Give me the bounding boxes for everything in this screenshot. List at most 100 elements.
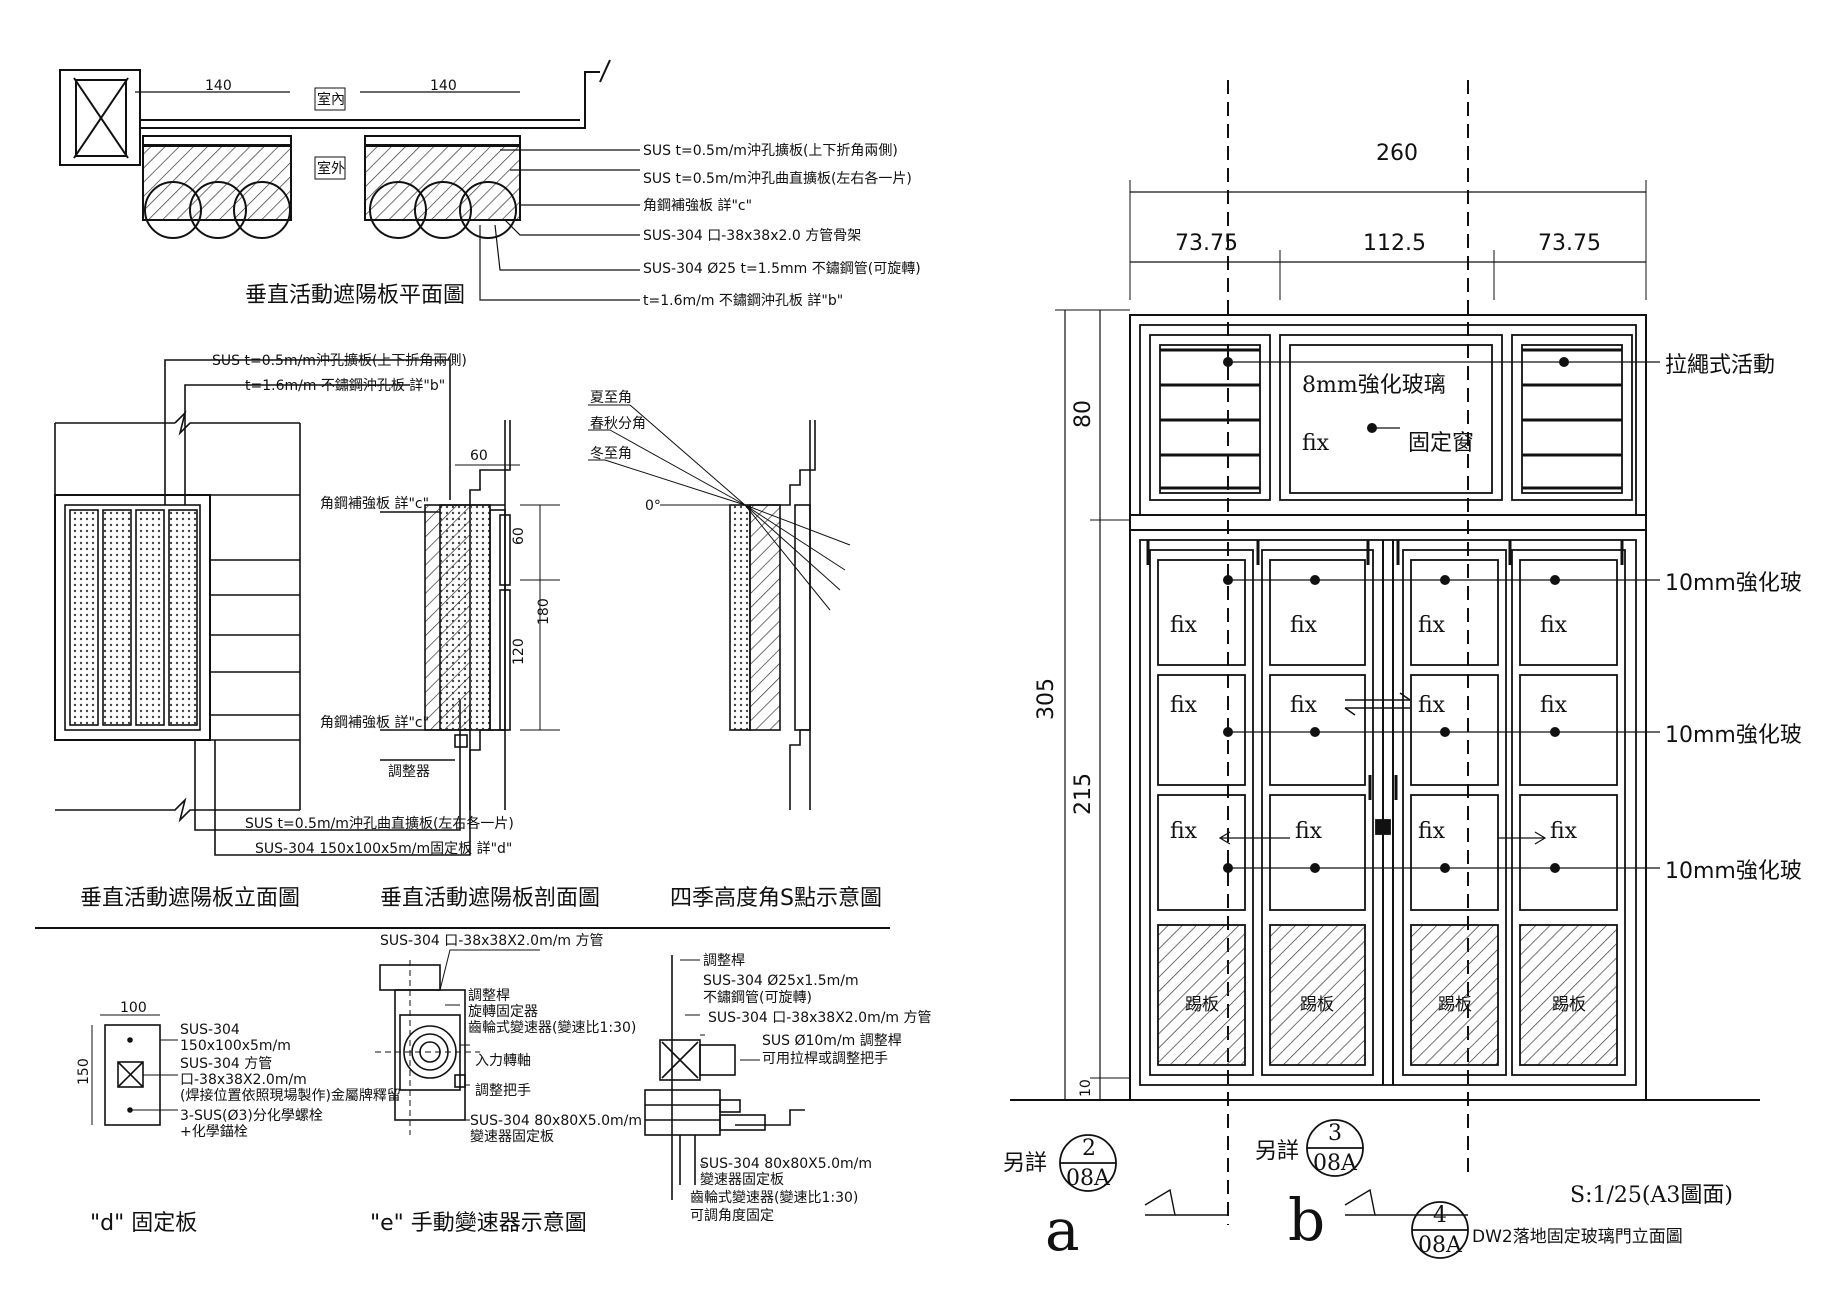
section-note-device: 調整器 — [388, 764, 430, 780]
detail-e-title: "e" 手動變速器示意圖 — [370, 1211, 587, 1236]
callout-sheet: 08A — [1313, 1151, 1358, 1176]
detail-f-note: SUS-304 Ø25x1.5m/m — [703, 973, 859, 989]
detail-d — [91, 1014, 178, 1126]
detail-d-note: (焊接位置依照現場製作)金屬牌釋留 — [180, 1087, 401, 1104]
door-dim-height: 215 — [1071, 773, 1096, 815]
sun-angle-label: 夏至角 — [590, 390, 632, 406]
kick-panel — [1157, 924, 1246, 1066]
detail-e-note: 旋轉固定器 — [468, 1004, 538, 1020]
door-elevation-title: DW2落地固定玻璃門立面圖 — [1472, 1227, 1683, 1247]
plan-view — [59, 59, 640, 301]
elevation-view — [54, 359, 471, 856]
plan-dim-left: 140 — [205, 78, 232, 94]
plan-note: 角鋼補強板 詳"c" — [643, 198, 752, 214]
detail-f-note: 齒輪式變速器(變速比1:30) — [690, 1189, 858, 1206]
callout-label: 另詳 — [1003, 1151, 1047, 1176]
door-dim-total-height: 305 — [1034, 678, 1059, 720]
detail-f-note: SUS-304 口-38x38X2.0m/m 方管 — [708, 1010, 932, 1026]
plan-label-interior: 室內 — [317, 91, 345, 108]
detail-f-note: 不鏽鋼管(可旋轉) — [703, 990, 812, 1006]
detail-d-note: SUS-304 — [180, 1022, 240, 1038]
glass-10mm-label: 10mm強化玻 — [1665, 859, 1802, 884]
detail-e-bottom-note-2: 變速器固定板 — [470, 1129, 554, 1145]
pane-fix-label: fix — [1540, 613, 1568, 638]
callout-label: 另詳 — [1255, 1139, 1299, 1164]
detail-f-note: 變速器固定板 — [700, 1172, 784, 1188]
pane-fix-label: fix — [1550, 819, 1578, 844]
callout-num: 3 — [1328, 1121, 1342, 1146]
kick-panel — [1410, 924, 1499, 1066]
detail-d-note: 150x100x5m/m — [180, 1038, 291, 1054]
pane-fix-label: fix — [1418, 819, 1446, 844]
detail-f-note: 可用拉桿或調整把手 — [762, 1051, 888, 1067]
section-note-c-top: 角鋼補強板 詳"c" — [320, 496, 429, 512]
plan-view-title: 垂直活動遮陽板平面圖 — [245, 283, 465, 308]
kick-panel-label: 踢板 — [1300, 995, 1334, 1015]
pane-fix-label: fix — [1170, 693, 1198, 718]
section-dim-top: 60 — [470, 448, 488, 464]
detail-e-top-note: SUS-304 口-38x38X2.0m/m 方管 — [380, 933, 604, 949]
elev-note-top-1: SUS t=0.5m/m沖孔擴板(上下折角兩側) — [212, 352, 467, 369]
pane-fix-label: fix — [1295, 819, 1323, 844]
detail-f-note: SUS Ø10m/m 調整桿 — [762, 1033, 902, 1049]
fix-label: fix — [1302, 431, 1330, 456]
callout-num: 4 — [1433, 1203, 1447, 1228]
section-mark-b: b — [1288, 1186, 1325, 1254]
detail-f-note: 調整桿 — [703, 953, 745, 969]
detail-e — [375, 949, 540, 1135]
louver-label: 拉繩式活動 — [1665, 353, 1775, 378]
kick-panel-label: 踢板 — [1438, 995, 1472, 1015]
column-box — [59, 69, 141, 166]
plan-note: SUS t=0.5m/m沖孔擴板(上下折角兩側) — [643, 142, 898, 159]
plan-notes: SUS t=0.5m/m沖孔擴板(上下折角兩側) SUS t=0.5m/m沖孔曲… — [643, 142, 921, 309]
section-dim-b: 120 — [511, 638, 527, 665]
louver-right — [1522, 348, 1622, 490]
detail-e-bottom-note-1: SUS-304 80x80X5.0m/m — [470, 1113, 642, 1129]
section-view — [380, 420, 560, 810]
sun-angle-label: 冬至角 — [590, 446, 632, 462]
detail-e-note: 調整把手 — [475, 1083, 531, 1099]
kick-panel-label: 踢板 — [1552, 995, 1586, 1015]
door-dim-width: 112.5 — [1363, 231, 1426, 256]
section-dim-total: 180 — [536, 598, 552, 625]
detail-d-dim-side: 150 — [76, 1058, 92, 1085]
kick-panel — [1519, 924, 1618, 1066]
section-mark-a: a — [1045, 1196, 1080, 1264]
pane-fix-label: fix — [1290, 613, 1318, 638]
door-dim-height: 10 — [1078, 1079, 1094, 1097]
detail-d-dim: 100 — [120, 1000, 147, 1016]
plan-note: t=1.6m/m 不鏽鋼沖孔板 詳"b" — [643, 293, 843, 309]
pane-fix-label: fix — [1418, 693, 1446, 718]
detail-f-notes: 調整桿 SUS-304 Ø25x1.5m/m 不鏽鋼管(可旋轉) SUS-304… — [690, 953, 932, 1224]
callout-num: 2 — [1082, 1136, 1096, 1161]
section-note-c-bottom: 角鋼補強板 詳"c" — [320, 715, 429, 731]
door-dim-height: 80 — [1071, 400, 1096, 428]
pane-fix-label: fix — [1170, 613, 1198, 638]
kick-panel — [1269, 924, 1366, 1066]
detail-f-note: SUS-304 80x80X5.0m/m — [700, 1156, 872, 1172]
section-view-title: 垂直活動遮陽板剖面圖 — [380, 886, 600, 911]
plan-label-exterior: 室外 — [317, 160, 345, 177]
detail-d-notes: SUS-304 150x100x5m/m SUS-304 方管 口-38x38X… — [180, 1022, 401, 1140]
detail-d-title: "d" 固定板 — [90, 1211, 197, 1236]
sun-angle-view-title: 四季高度角S點示意圖 — [670, 886, 882, 911]
detail-d-note: 3-SUS(Ø3)分化學螺栓 — [180, 1108, 323, 1124]
elev-note-top-2: t=1.6m/m 不鏽鋼沖孔板 詳"b" — [245, 378, 445, 394]
louver-left — [1160, 348, 1260, 490]
callout-sheet: 08A — [1418, 1233, 1463, 1258]
pane-fix-label: fix — [1540, 693, 1568, 718]
detail-d-note: SUS-304 方管 — [180, 1056, 272, 1072]
detail-e-note: 調整桿 — [468, 988, 510, 1004]
door-dim-width: 73.75 — [1538, 231, 1601, 256]
door-elevation — [1010, 80, 1760, 1259]
drawing-scale: S:1/25(A3圖面) — [1570, 1183, 1733, 1208]
sun-angle-view — [588, 404, 851, 810]
plan-note: SUS t=0.5m/m沖孔曲直擴板(左右各一片) — [643, 170, 912, 187]
detail-f — [644, 955, 805, 1200]
glass-10mm-label: 10mm強化玻 — [1665, 723, 1802, 748]
pane-fix-label: fix — [1290, 693, 1318, 718]
plan-dim-right: 140 — [430, 78, 457, 94]
kick-panel-label: 踢板 — [1185, 995, 1219, 1015]
sun-angle-label: 春秋分角 — [590, 416, 646, 432]
detail-e-note: 入力轉軸 — [475, 1053, 531, 1069]
